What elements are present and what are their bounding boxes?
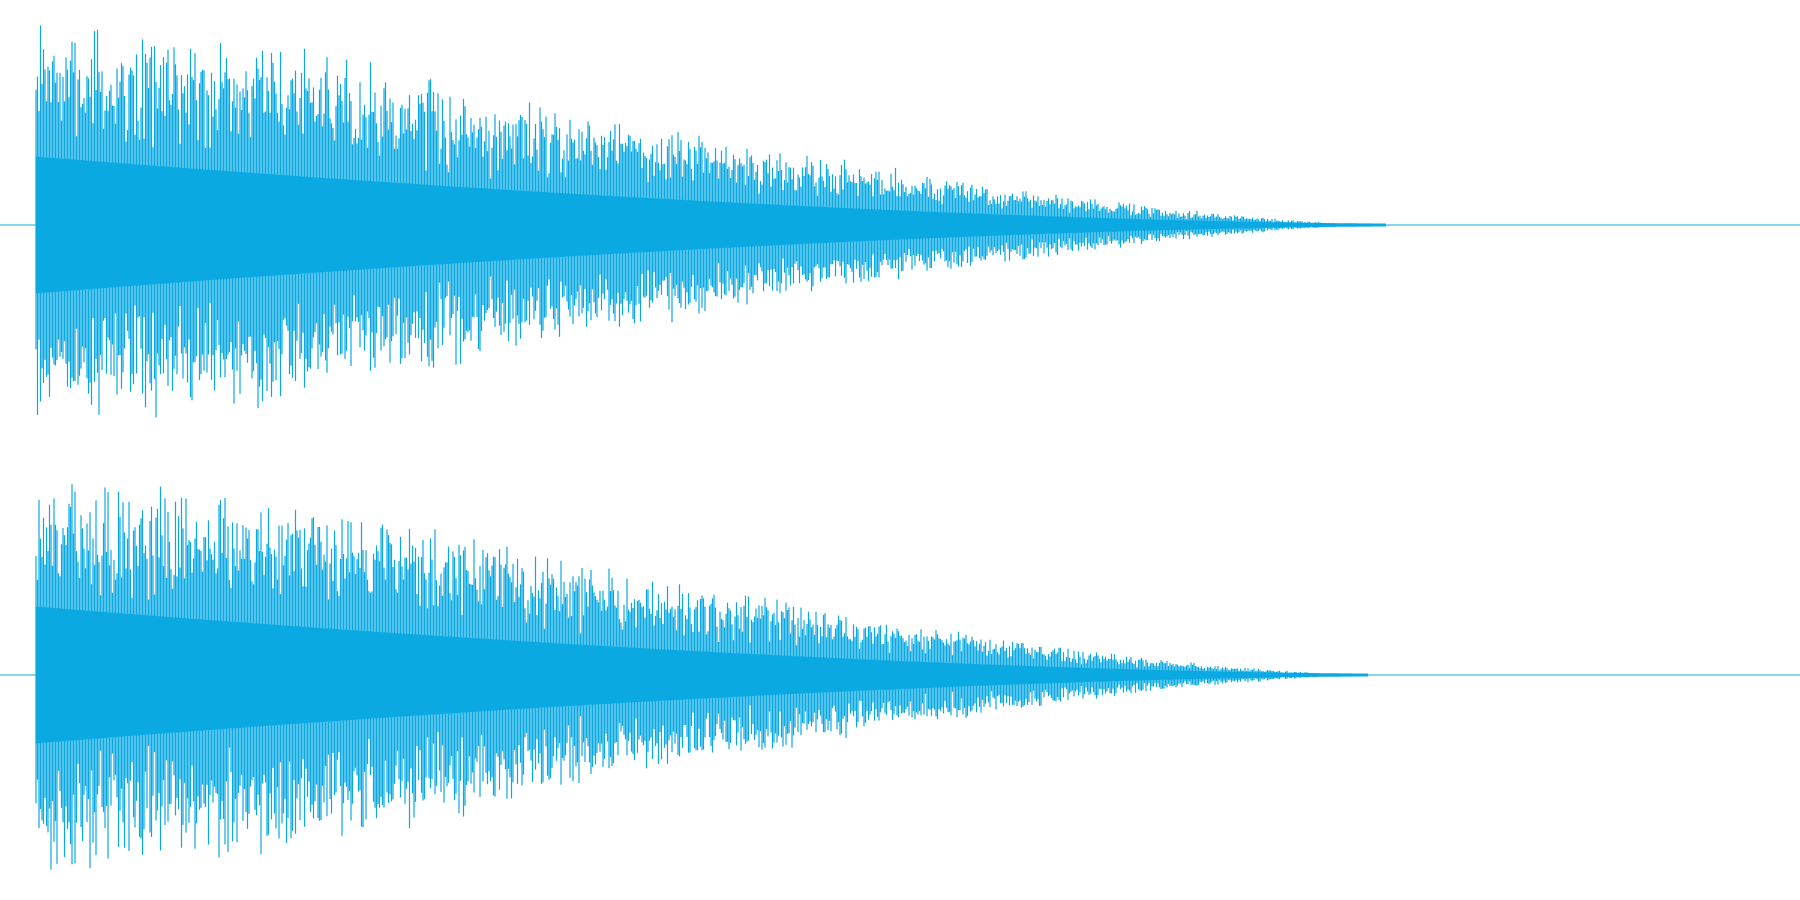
waveform-spikes	[35, 484, 1365, 870]
waveform-peaks	[35, 25, 1381, 418]
channel-track-1[interactable]	[0, 0, 1800, 450]
channel-track-2[interactable]	[0, 450, 1800, 900]
waveform-channel-2	[0, 484, 1800, 870]
waveform-channel-1	[0, 25, 1800, 418]
waveform-peaks	[35, 484, 1365, 870]
waveform-spikes	[35, 25, 1381, 418]
